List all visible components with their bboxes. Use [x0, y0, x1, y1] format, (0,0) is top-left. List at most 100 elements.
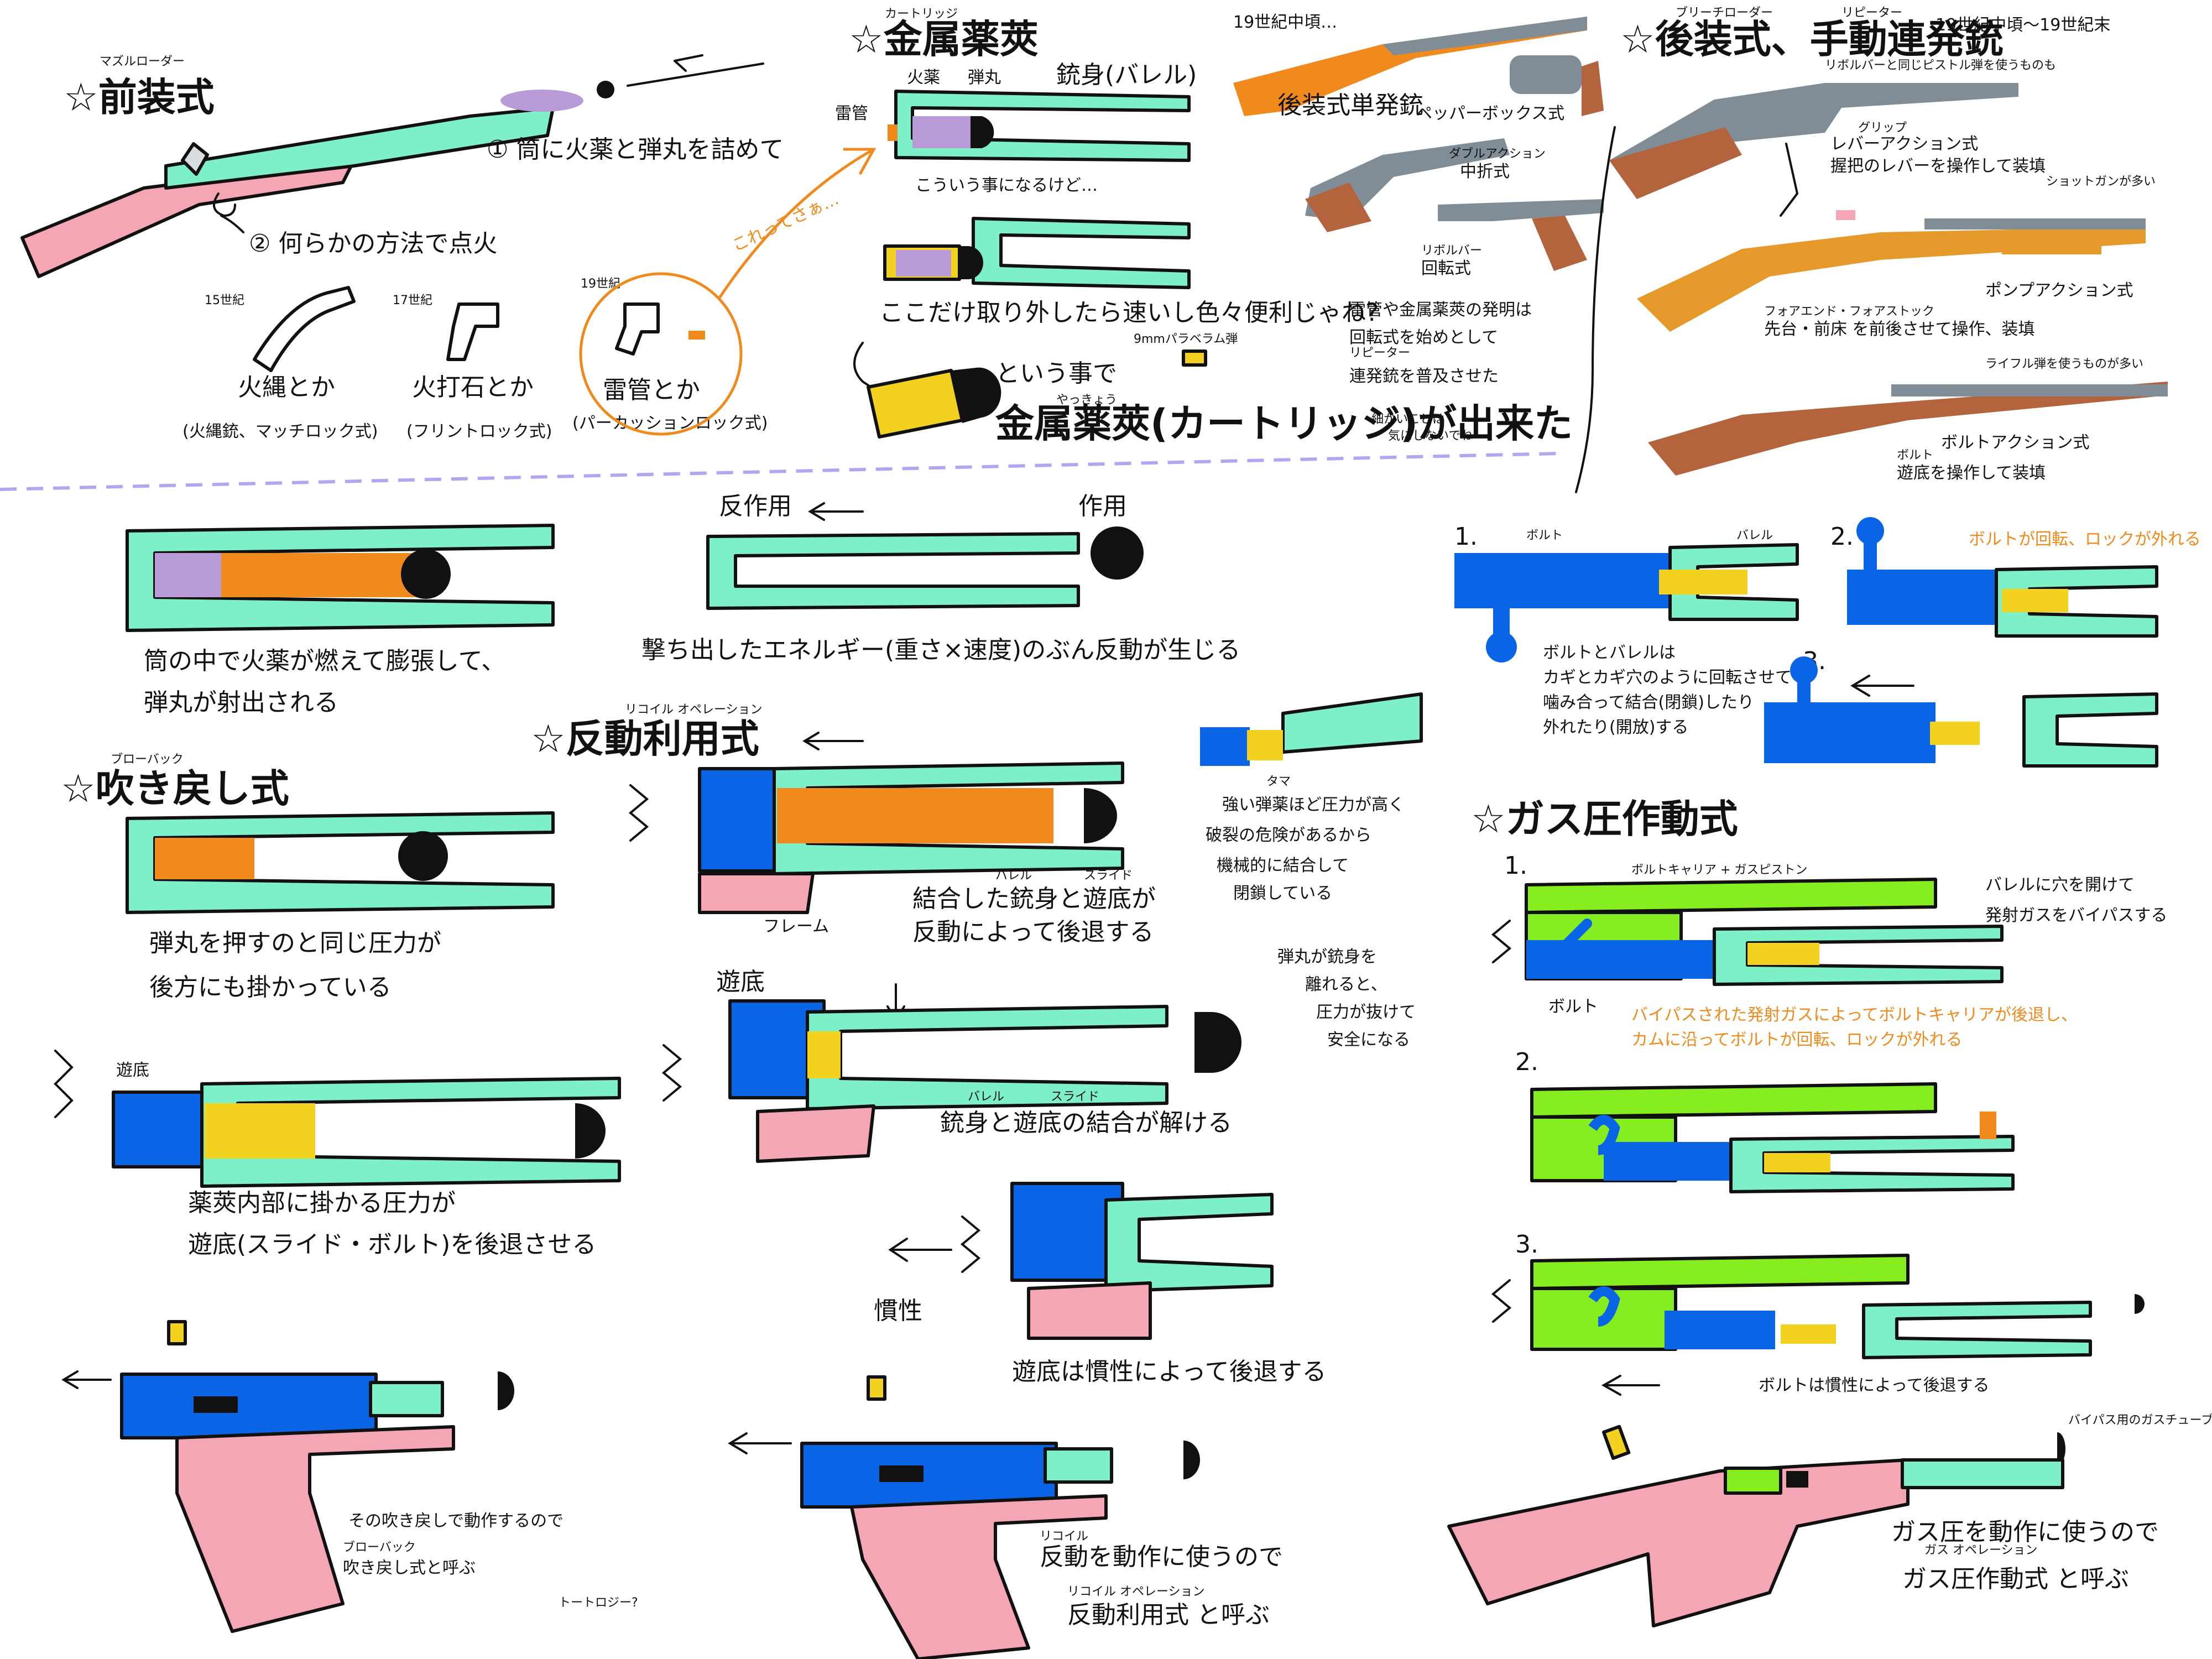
label-double-ruby: ダブルアクション	[1449, 147, 1546, 161]
gas-hole-2: 発射ガスをバイパスする	[1985, 906, 2167, 925]
rotary-n1: 1.	[1454, 523, 1478, 551]
breech-note-2: 回転式を始めとして	[1349, 328, 1498, 347]
method-flintlock-sub: (フリントロック式)	[406, 422, 552, 441]
would-be-note: こういう事になるけど…	[915, 176, 1098, 195]
recoil-ruby-slide: スライド	[1084, 869, 1133, 883]
pump-action-shotgun	[1637, 227, 2146, 332]
lever-action-stock	[1609, 127, 1742, 199]
musket-stock	[20, 159, 356, 278]
gas-n2: 2.	[1515, 1048, 1538, 1076]
recoil-section: リコイル オペレーション ☆反動利用式 バレル スライド 結合した銃身と遊底が …	[531, 692, 1423, 1659]
repeater-ruby-2: リピーター	[1841, 6, 1902, 20]
this-note: これってさぁ…	[729, 189, 842, 255]
strong-ammo-barrel	[1281, 692, 1423, 754]
rotary-knob-2	[1856, 517, 1884, 545]
muzzle-loader-section: マズルローダー ☆前装式 ① 筒に火薬と弾丸を詰めて ② 何らかの方法で点火 1…	[20, 54, 877, 441]
label-revolver: 回転式	[1421, 259, 1471, 278]
breech-era: 19世紀中頃…	[1233, 13, 1337, 32]
yakkyo-ruby: やっきょう	[1056, 393, 1117, 407]
rotary-desc-3: 噛み合って結合(閉鎖)したり	[1543, 693, 1754, 712]
gas-end-2: ガス圧作動式 と呼ぶ	[1902, 1565, 2129, 1593]
blowback-ejection-port	[194, 1396, 238, 1413]
gas-rifle-body	[1447, 1458, 1910, 1627]
breech-small-1: 細かいことは	[1371, 413, 1444, 426]
recoil-unlock-ruby-2: スライド	[1051, 1090, 1099, 1104]
cartridge-ruby: カートリッジ	[885, 7, 958, 21]
recoil-frame-2	[756, 1104, 875, 1163]
method-matchlock: 火縄とか	[238, 373, 335, 401]
detached-powder	[896, 250, 951, 276]
percussion-cap-icon	[688, 331, 705, 340]
gas-end-ruby: ガス オペレーション	[1924, 1543, 2038, 1557]
blowback-case	[205, 1103, 315, 1159]
detached-barrel	[972, 217, 1191, 289]
orange-link-arrowhead	[843, 148, 877, 175]
gas-cam-2	[1588, 1115, 1620, 1155]
lever-loop	[1780, 143, 1799, 217]
recoil-spring-3	[960, 1215, 981, 1273]
strong-text-1: 強い弾薬ほど圧力が高く	[1222, 795, 1405, 815]
gas-cartridge-3	[1781, 1324, 1836, 1344]
single-shot-barrel	[1383, 17, 1587, 55]
section-divider	[0, 452, 1560, 491]
recoil-locked-1: 結合した銃身と遊底が	[912, 885, 1156, 913]
recoil-bullet-1	[1084, 788, 1117, 843]
strong-ammo-case	[1247, 730, 1283, 760]
label-double: 中折式	[1460, 162, 1510, 181]
detached-bullet	[959, 246, 983, 279]
cartridge-case	[867, 369, 964, 439]
recoil-end-ruby-1: リコイル	[1040, 1530, 1088, 1543]
reaction-barrel	[706, 532, 1080, 610]
repeater-ruby-1: ブリーチローダー	[1676, 6, 1773, 20]
recoil-bolt-label: 遊底	[716, 968, 765, 996]
gas-bolt-label: ボルト	[1548, 997, 1598, 1016]
burn-text-1: 筒の中で火薬が燃えて膨張して、	[144, 647, 505, 675]
cartridge-result: 金属薬莢(カートリッジ)が出来た	[995, 401, 1573, 446]
rotary-barrel-2	[1995, 565, 2158, 638]
gas-title: ☆ガス圧作動式	[1471, 796, 1738, 842]
label-pepperbox: ペッパーボックス式	[1416, 104, 1564, 123]
rotary-bolt-3	[1764, 702, 1936, 763]
lever-desc: 握把のレバーを操作して装填	[1830, 156, 2046, 176]
flintlock-icon	[446, 302, 499, 361]
gas-bypass-1: バイパスされた発射ガスによってボルトキャリアが後退し、	[1631, 1005, 2078, 1025]
lever-label: レバーアクション式	[1830, 134, 1978, 154]
percussion-lock-icon	[615, 302, 660, 356]
reaction-label: 反作用	[719, 492, 792, 520]
pump-barrel	[1924, 218, 2146, 229]
cartridge-section: カートリッジ ☆金属薬莢 火薬 弾丸 銃身(バレル) 雷管 こういう事になるけど…	[835, 7, 1573, 446]
rotary-bolt-section: 1. ボルト バレル 2. ボルトが回転、ロックが外れる ボルトとバレルは カギ…	[1454, 517, 2201, 768]
rotary-n2: 2.	[1830, 523, 1854, 551]
repeater-title: ☆後装式、手動連発銃	[1620, 17, 2004, 62]
gas-flow-2	[1980, 1112, 1996, 1139]
gas-bypass-2: カムに沿ってボルトが回転、ロックが外れる	[1631, 1030, 1963, 1050]
ramrod-arrow	[674, 54, 703, 72]
blowback-end-ruby: ブローバック	[343, 1541, 416, 1554]
rifle-note: ライフル弾を使うものが多い	[1985, 357, 2143, 371]
recoil-end-ruby-2: リコイル オペレーション	[1067, 1585, 1205, 1599]
leave-text-1: 弾丸が銃身を	[1277, 947, 1377, 967]
recoil-case-2	[807, 1031, 841, 1078]
strong-text-3: 機械的に結合して	[1217, 856, 1349, 875]
bolt-ruby: ボルト	[1897, 448, 1933, 462]
inertia-label: 慣性	[874, 1297, 922, 1325]
blowback-case-1: 薬莢内部に掛かる圧力が	[188, 1189, 456, 1217]
lever-action-rifle	[1609, 83, 2018, 199]
recoil-frame-1	[698, 872, 815, 914]
ejected-case-2	[867, 1375, 886, 1401]
label-powder: 火薬	[907, 68, 940, 87]
action-label: 作用	[1078, 492, 1127, 520]
pistol-ammo-note: リボルバーと同じピストル弾を使うものも	[1825, 59, 2056, 72]
recoil-pistol-frame	[850, 1494, 1108, 1659]
mini-cartridge	[1182, 349, 1207, 367]
bolt-action-rifle	[1648, 382, 2168, 476]
musket-lock	[181, 142, 209, 176]
fore-ruby: フォアエンド・フォアストック	[1764, 305, 1934, 319]
blowback-bullet	[398, 831, 448, 881]
recoil-spring-1	[628, 784, 649, 842]
gas-section: ☆ガス圧作動式 1. ボルトキャリア + ガスピストン ボルト バレルに穴を開け…	[1447, 796, 2212, 1627]
breech-note-1: 雷管や金属薬莢の発明は	[1349, 300, 1532, 320]
recoil-spring-2	[661, 1044, 682, 1102]
label-primer: 雷管	[835, 104, 868, 123]
